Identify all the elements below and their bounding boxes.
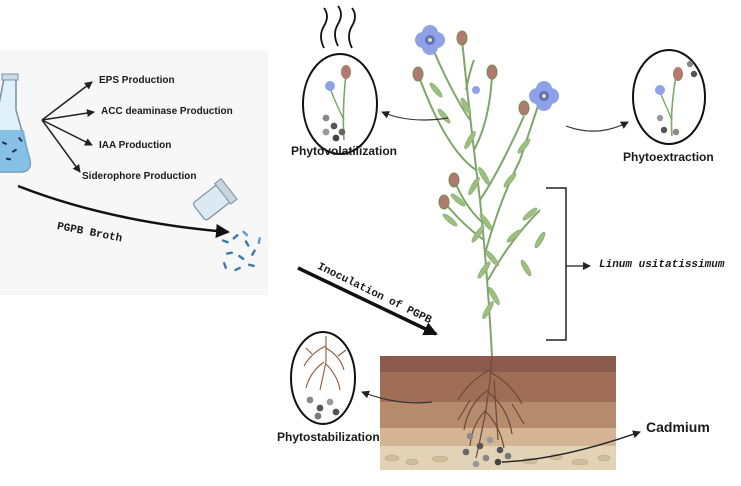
- phytostabilization-ellipse: [290, 331, 356, 425]
- flax-bud-icon: [412, 30, 530, 210]
- flask-icon: [0, 73, 32, 173]
- inoculation-arrow: [297, 266, 438, 336]
- bacteria-cluster-icon: [221, 230, 261, 272]
- broth-output-arrows: [41, 81, 95, 173]
- plant-bracket: [546, 187, 567, 341]
- acc-deaminase-label: ACC deaminase Production: [101, 106, 233, 117]
- eps-production-label: EPS Production: [99, 75, 175, 86]
- siderophore-production-label: Siderophore Production: [82, 171, 197, 182]
- phytovolatilization-label: Phytovolatilization: [291, 144, 398, 158]
- phytovolatilization-ellipse: [302, 5, 378, 155]
- stabilization-arrow: [361, 390, 433, 404]
- plant-leaves: [429, 82, 546, 320]
- cadmium-label: Cadmium: [646, 419, 710, 435]
- soil-block: [380, 356, 616, 470]
- iaa-production-label: IAA Production: [99, 140, 172, 151]
- root-system: [457, 355, 525, 459]
- cadmium-arrow: [501, 430, 641, 463]
- extraction-arrow: [565, 121, 629, 132]
- volatilization-arrow: [381, 111, 449, 121]
- flax-flower-icon: [415, 25, 559, 111]
- tube-icon: [192, 177, 238, 221]
- broth-panel: [0, 50, 268, 295]
- plant-name-label: Linum usitatissimum: [599, 259, 725, 271]
- broth-arrow: [17, 184, 230, 238]
- phytoextraction-label: Phytoextraction: [623, 150, 714, 164]
- cadmium-particles: [462, 432, 512, 468]
- phytostabilization-label: Phytostabilization: [277, 430, 380, 444]
- phytoextraction-ellipse: [632, 49, 706, 145]
